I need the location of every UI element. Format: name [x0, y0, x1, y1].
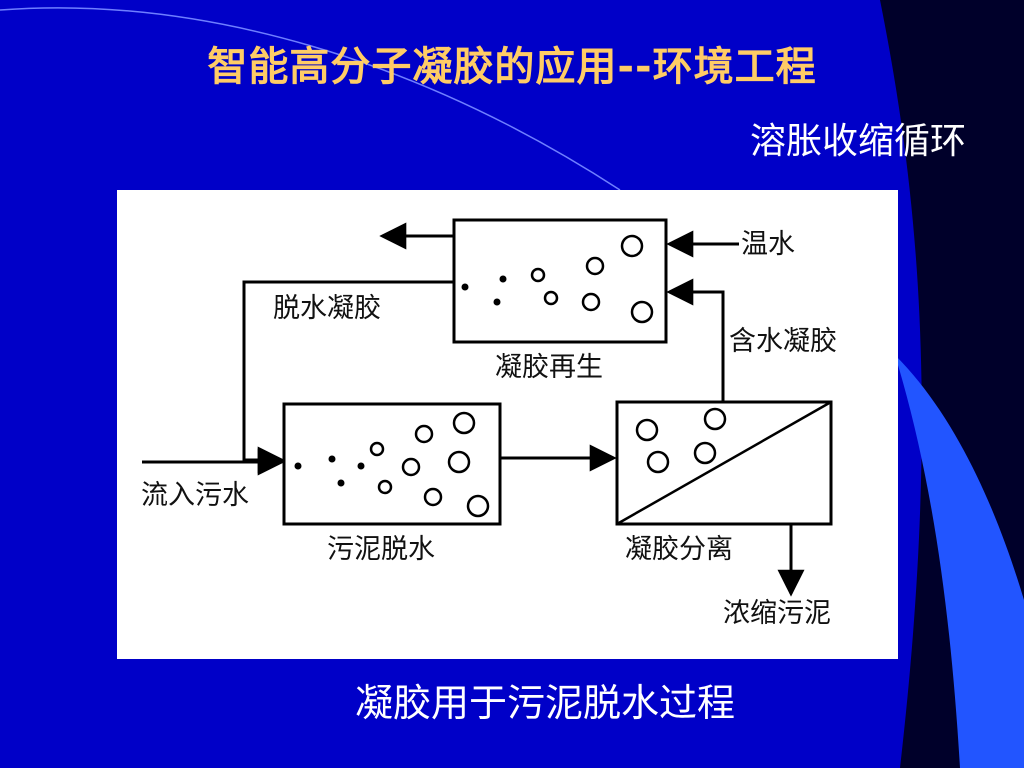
gel-particle	[630, 300, 654, 324]
label-warm-water: 温水	[741, 229, 795, 260]
gel-particle	[377, 479, 393, 495]
gel-particle	[499, 275, 507, 283]
gel-particle	[581, 292, 601, 312]
label-gel-regeneration: 凝胶再生	[495, 352, 603, 383]
gel-particle	[447, 450, 471, 474]
gel-particle	[401, 457, 421, 477]
arc-line	[0, 7, 621, 191]
diagram-panel: 温水 脱水凝胶 凝胶再生 含水凝胶 流入污水 污泥脱水 凝胶分离 浓缩污泥	[117, 190, 898, 659]
gel-particle	[461, 283, 469, 291]
gel-particle	[620, 234, 644, 258]
label-concentrated-sludge: 浓缩污泥	[723, 598, 831, 629]
label-dehydrated-gel: 脱水凝胶	[273, 293, 381, 324]
gel-regeneration-box	[452, 218, 668, 344]
gel-particle	[635, 418, 659, 442]
hydrated-gel-arrow	[666, 278, 725, 402]
gel-particle	[543, 290, 559, 306]
label-gel-separation: 凝胶分离	[625, 534, 733, 565]
gel-particle	[703, 407, 727, 431]
gel-particle	[452, 411, 476, 435]
gel-particle	[493, 298, 501, 306]
gel-particle	[466, 494, 490, 518]
blue-swoosh-shape	[895, 355, 1024, 768]
gel-particle	[369, 441, 385, 457]
gel-particle	[337, 479, 345, 487]
label-sludge-dewatering: 污泥脱水	[327, 534, 435, 565]
label-hydrated-gel: 含水凝胶	[729, 326, 837, 357]
gel-particle	[530, 267, 546, 283]
gel-particle	[357, 462, 365, 470]
gel-particle	[294, 462, 302, 470]
gel-particle	[414, 424, 434, 444]
gel-particle	[646, 450, 670, 474]
gel-particle	[693, 441, 717, 465]
gel-particle	[585, 256, 605, 276]
gel-particle	[423, 487, 443, 507]
gel-particle	[328, 455, 336, 463]
sludge-dewatering-diagram: 温水 脱水凝胶 凝胶再生 含水凝胶 流入污水 污泥脱水 凝胶分离 浓缩污泥	[141, 218, 837, 629]
separator-diagonal	[616, 400, 832, 526]
slide-subtitle: 溶胀收缩循环	[749, 121, 966, 162]
slide-title: 智能高分子凝胶的应用--环境工程	[207, 44, 817, 90]
label-inflow-sewage: 流入污水	[141, 480, 249, 511]
diagram-caption: 凝胶用于污泥脱水过程	[354, 681, 735, 725]
